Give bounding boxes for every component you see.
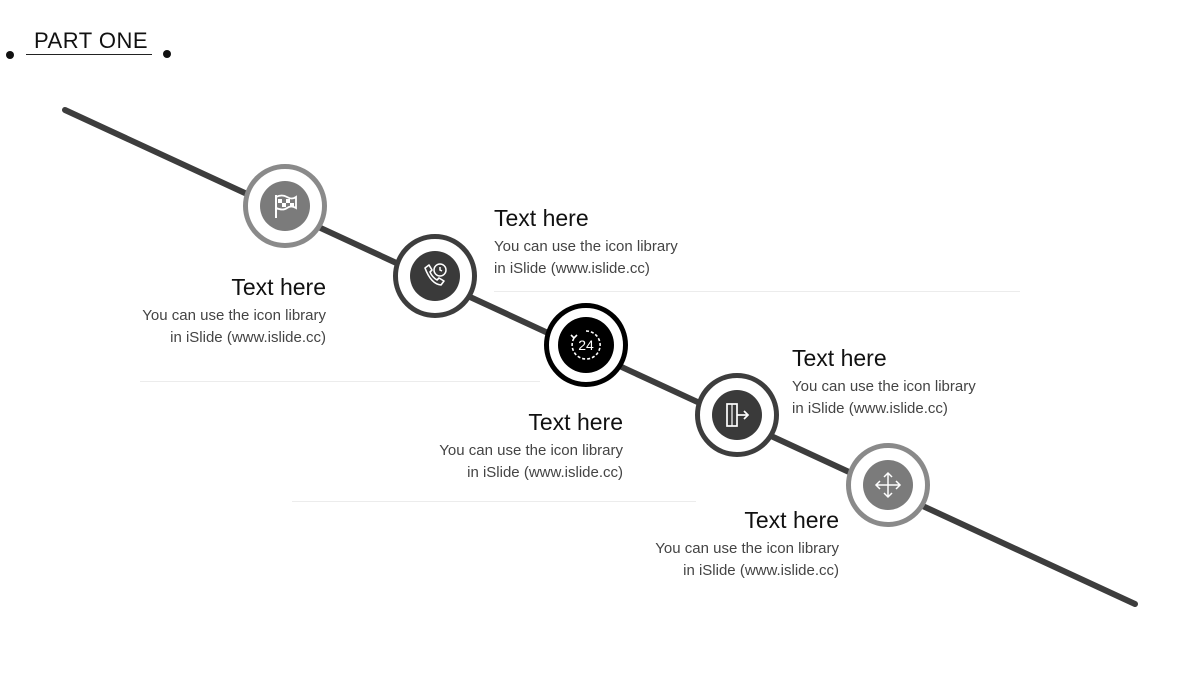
timeline-node-2 [393, 234, 477, 318]
separator-rule [494, 291, 1020, 292]
timeline-node-3: 24 [544, 303, 628, 387]
step-desc-line1: You can use the icon library [494, 238, 678, 255]
step-label-3: Text here You can use the icon library i… [392, 408, 623, 484]
move-arrows-icon [863, 460, 913, 510]
24-hours-icon: 24 [558, 317, 614, 373]
step-desc-line1: You can use the icon library [439, 442, 623, 459]
flag-icon [260, 181, 310, 231]
step-desc-line1: You can use the icon library [792, 378, 976, 395]
step-title: Text here [231, 274, 326, 300]
step-desc-line2: in iSlide (www.islide.cc) [467, 464, 623, 481]
step-title: Text here [494, 205, 589, 231]
timeline-node-1 [243, 164, 327, 248]
step-label-1: Text here You can use the icon library i… [100, 273, 326, 349]
step-desc-line1: You can use the icon library [655, 540, 839, 557]
exit-door-icon [712, 390, 762, 440]
section-title-underline [26, 54, 152, 55]
step-label-5: Text here You can use the icon library i… [608, 506, 839, 582]
step-title: Text here [528, 409, 623, 435]
step-label-2: Text here You can use the icon library i… [494, 204, 754, 280]
step-title: Text here [792, 345, 887, 371]
separator-rule [292, 501, 696, 502]
timeline-node-5 [846, 443, 930, 527]
section-header: PART ONE [0, 0, 200, 70]
24-hours-text: 24 [578, 337, 594, 353]
section-title: PART ONE [34, 28, 149, 53]
step-desc-line1: You can use the icon library [142, 307, 326, 324]
step-label-4: Text here You can use the icon library i… [792, 344, 1052, 420]
step-desc-line2: in iSlide (www.islide.cc) [792, 400, 948, 417]
step-desc-line2: in iSlide (www.islide.cc) [494, 260, 650, 277]
step-desc-line2: in iSlide (www.islide.cc) [683, 562, 839, 579]
header-dot-left [6, 51, 14, 59]
step-desc-line2: in iSlide (www.islide.cc) [170, 329, 326, 346]
separator-rule [140, 381, 540, 382]
step-title: Text here [744, 507, 839, 533]
timeline-node-4 [695, 373, 779, 457]
phone-clock-icon [410, 251, 460, 301]
header-dot-right [163, 50, 171, 58]
